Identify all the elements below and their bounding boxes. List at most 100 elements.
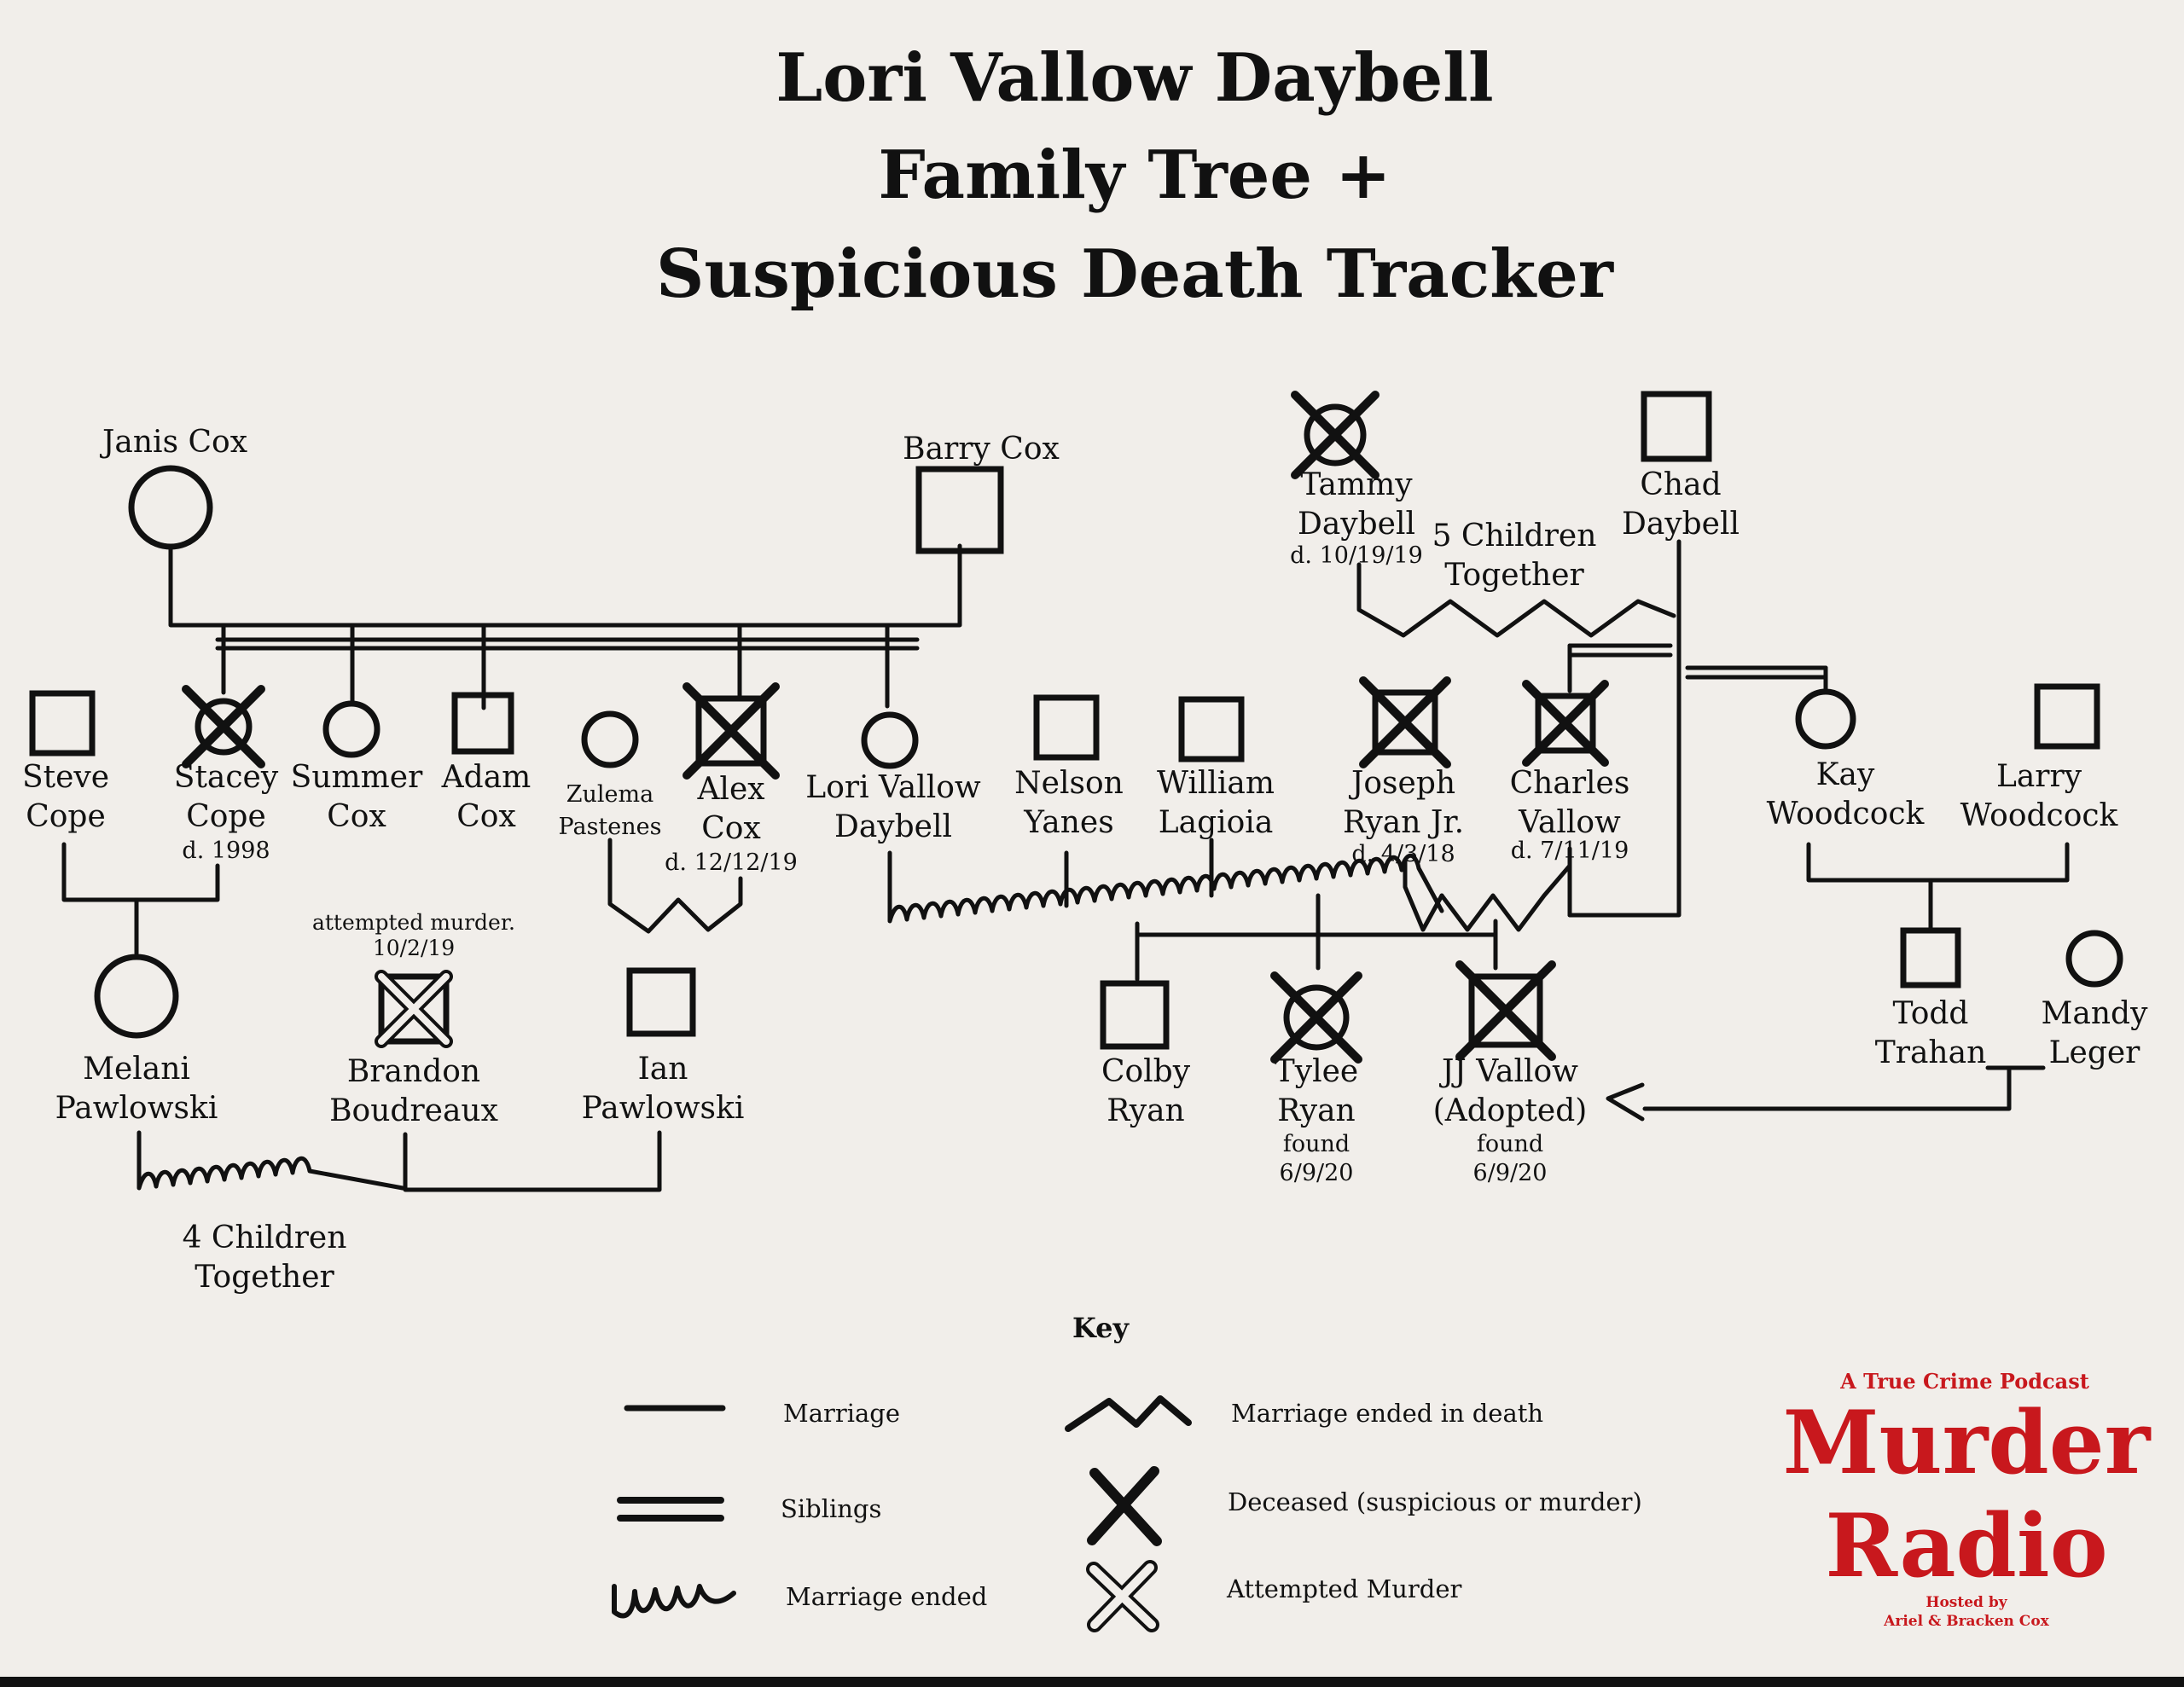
podcast-logo: A True Crime Podcast Murder Radio Hosted… xyxy=(1783,1369,2152,1630)
title-line-1: Lori Vallow Daybell xyxy=(775,39,1493,117)
person-name-line: Cope xyxy=(186,799,266,834)
male-square-icon xyxy=(378,973,450,1045)
legend-label-marriage: Marriage xyxy=(783,1399,900,1428)
found-date: found xyxy=(1283,1131,1350,1157)
person-name-line: Chad xyxy=(1640,467,1721,502)
person-name-line: Barry Cox xyxy=(903,432,1060,467)
person-name-line: Colby xyxy=(1101,1054,1191,1089)
person-name-line: Nelson xyxy=(1014,766,1124,801)
person-name-line: Tylee xyxy=(1275,1054,1358,1089)
death-date: d. 12/12/19 xyxy=(665,849,798,876)
drop-joseph xyxy=(1403,859,1444,932)
female-circle-icon xyxy=(1283,984,1350,1051)
male-square-icon xyxy=(626,967,696,1037)
person-name-line: Daybell xyxy=(1622,507,1740,542)
male-square-icon xyxy=(1033,694,1100,761)
title-line-3: Suspicious Death Tracker xyxy=(656,235,1614,313)
female-circle-icon xyxy=(861,711,919,769)
person-name-line: Ian xyxy=(638,1052,688,1087)
deceased-x-icon xyxy=(1455,960,1556,1061)
children-together-chad-tammy-line-2: Together xyxy=(1444,558,1584,593)
children-together-chad-tammy-line-1: 5 Children xyxy=(1432,519,1597,554)
melani-ian-marriage-line xyxy=(403,1130,662,1192)
female-circle-icon xyxy=(94,954,179,1039)
legend-label-marriage-ended-death: Marriage ended in death xyxy=(1231,1399,1543,1428)
person-name-line: Daybell xyxy=(1298,507,1415,542)
janis-barry-marriage-line xyxy=(168,543,962,628)
lori-ended-marriages-line xyxy=(887,850,1444,924)
attempted-murder-note: attempted murder. xyxy=(312,910,515,935)
person-name-line: Kay xyxy=(1816,757,1875,792)
person-name-line: Lagioia xyxy=(1159,805,1274,840)
deceased-x-icon xyxy=(1087,1466,1162,1546)
lori-charles-death-line xyxy=(1439,863,1572,932)
legend-item-marriage: Marriage xyxy=(624,1399,900,1428)
logo-hosted-by: Hosted by xyxy=(1926,1594,2007,1611)
person-name-line: Stacey xyxy=(174,760,279,795)
found-date: found xyxy=(1477,1131,1543,1157)
male-square-icon xyxy=(1100,980,1170,1050)
marriage-ended-symbol-icon xyxy=(612,1584,736,1619)
person-name-line: Tammy xyxy=(1300,467,1413,502)
male-square-icon xyxy=(1641,391,1712,462)
found-date: 6/9/20 xyxy=(1280,1160,1354,1186)
person-name-line: Steve xyxy=(22,760,109,795)
female-circle-icon xyxy=(581,710,639,768)
kay-larry-marriage-line xyxy=(1806,842,2070,883)
person-name-line: Ryan xyxy=(1277,1093,1355,1128)
male-square-icon xyxy=(451,692,514,755)
person-name-line: Lori Vallow xyxy=(805,770,981,805)
chad-line xyxy=(1567,539,1682,918)
title: Lori Vallow Daybell Family Tree + Suspic… xyxy=(656,39,1614,313)
male-square-icon xyxy=(2034,683,2100,750)
melani-brandon-ended-line xyxy=(136,1130,405,1191)
male-square-icon xyxy=(1900,927,1961,988)
person-name-line: Leger xyxy=(2049,1035,2141,1070)
person-name-line: Boudreaux xyxy=(329,1093,498,1128)
legend: Key Marriage Siblings Marriage ended Mar… xyxy=(612,1312,1642,1632)
attempted-murder-note: 10/2/19 xyxy=(373,936,455,960)
annotations: 5 Children Together 4 Children Together xyxy=(183,519,1597,1295)
person-name-line: Pawlowski xyxy=(582,1091,745,1126)
title-line-2: Family Tree + xyxy=(878,136,1391,214)
female-circle-icon xyxy=(1795,688,1856,750)
person-name-line: (Adopted) xyxy=(1433,1093,1588,1128)
person-janis: Janis Cox xyxy=(99,425,247,550)
person-name-line: Cox xyxy=(456,799,516,834)
legend-title: Key xyxy=(1072,1312,1130,1344)
person-name-line: Vallow xyxy=(1518,805,1621,840)
zulema-alex-death-line xyxy=(607,838,743,934)
person-name-line: Cox xyxy=(701,811,761,846)
adoption-arrow xyxy=(1606,1082,1645,1122)
deceased-x-icon xyxy=(1291,391,1380,479)
steve-stacey-marriage-line xyxy=(61,842,220,902)
person-name-line: Brandon xyxy=(347,1054,480,1089)
female-circle-icon xyxy=(128,465,213,550)
deceased-x-icon xyxy=(1270,971,1362,1064)
person-name-line: Mandy xyxy=(2042,996,2149,1031)
person-name-line: Yanes xyxy=(1023,805,1113,840)
person-name-line: Pawlowski xyxy=(55,1091,218,1126)
male-square-icon xyxy=(1535,693,1596,754)
person-name-line: Zulema xyxy=(566,781,653,808)
todd-mandy-line xyxy=(1642,1068,2012,1111)
person-name-line: Cox xyxy=(327,799,386,834)
person-name-line: Ryan Jr. xyxy=(1343,805,1464,840)
found-date: 6/9/20 xyxy=(1473,1160,1548,1186)
legend-item-marriage-ended: Marriage ended xyxy=(612,1582,987,1619)
male-square-icon xyxy=(1468,973,1543,1048)
legend-item-marriage-ended-death: Marriage ended in death xyxy=(1065,1395,1543,1432)
